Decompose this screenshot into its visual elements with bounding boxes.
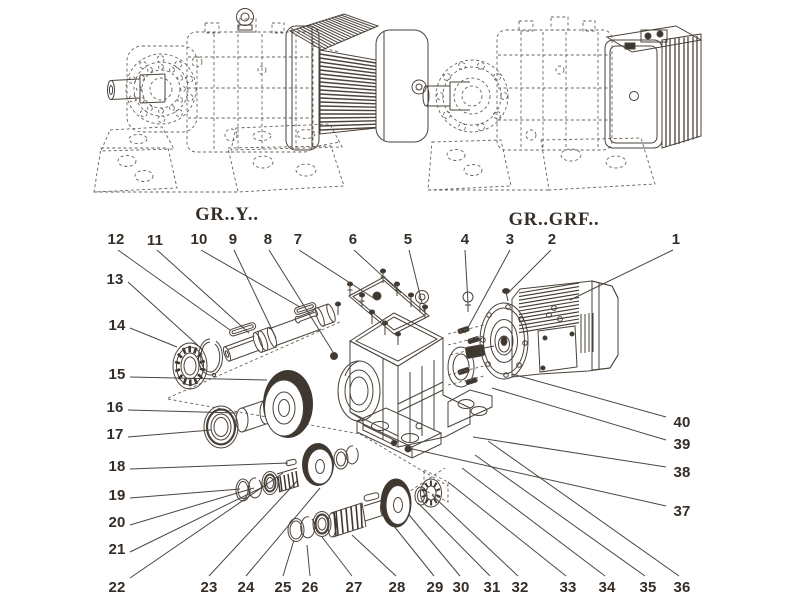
svg-text:13: 13 [106, 271, 123, 288]
svg-text:30: 30 [452, 579, 469, 596]
svg-text:40: 40 [673, 414, 690, 431]
svg-text:17: 17 [106, 426, 123, 443]
svg-text:18: 18 [108, 458, 125, 475]
svg-text:5: 5 [404, 231, 413, 248]
svg-text:38: 38 [673, 464, 690, 481]
svg-text:31: 31 [483, 579, 500, 596]
svg-text:39: 39 [673, 436, 690, 453]
svg-text:20: 20 [108, 514, 125, 531]
svg-text:32: 32 [511, 579, 528, 596]
svg-text:36: 36 [673, 579, 690, 596]
svg-text:23: 23 [200, 579, 217, 596]
svg-text:33: 33 [559, 579, 576, 596]
svg-text:24: 24 [237, 579, 255, 596]
svg-text:1: 1 [672, 231, 681, 248]
svg-text:10: 10 [190, 231, 207, 248]
svg-text:35: 35 [639, 579, 656, 596]
svg-text:7: 7 [294, 231, 303, 248]
svg-text:GR..GRF..: GR..GRF.. [509, 210, 600, 230]
svg-text:21: 21 [108, 541, 125, 558]
svg-text:34: 34 [598, 579, 616, 596]
svg-text:28: 28 [388, 579, 405, 596]
svg-text:9: 9 [229, 231, 238, 248]
svg-text:29: 29 [426, 579, 443, 596]
svg-text:6: 6 [349, 231, 358, 248]
svg-text:8: 8 [264, 231, 273, 248]
svg-text:4: 4 [461, 231, 470, 248]
svg-text:19: 19 [108, 487, 125, 504]
svg-text:11: 11 [147, 232, 163, 249]
svg-text:12: 12 [107, 231, 124, 248]
svg-text:2: 2 [548, 231, 557, 248]
svg-text:16: 16 [106, 399, 123, 416]
svg-text:3: 3 [506, 231, 515, 248]
svg-text:26: 26 [301, 579, 318, 596]
svg-text:GR..Y..: GR..Y.. [195, 205, 259, 225]
svg-text:14: 14 [108, 317, 126, 334]
svg-text:27: 27 [345, 579, 362, 596]
svg-text:37: 37 [673, 503, 690, 520]
svg-text:25: 25 [274, 579, 291, 596]
svg-text:22: 22 [108, 579, 125, 596]
svg-text:15: 15 [108, 366, 125, 383]
